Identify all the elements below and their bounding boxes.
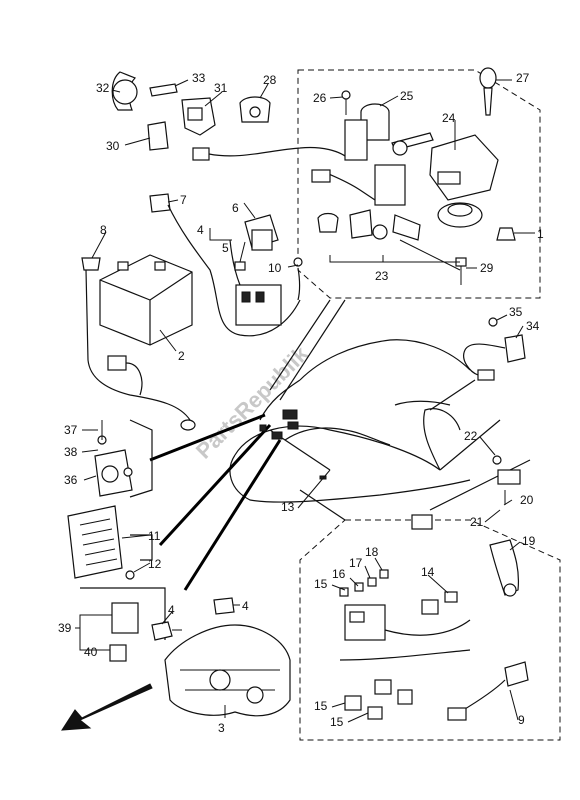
ignition-switch-part (341, 90, 390, 161)
fuse-box-part (339, 569, 471, 720)
callout-39: 37 (64, 423, 78, 437)
callout-24: 22 (464, 429, 478, 443)
battery-lead-connector (107, 355, 143, 396)
callout-9: 8 (100, 223, 107, 237)
callout-8: 7 (180, 193, 187, 207)
key-part (391, 132, 434, 156)
callout-1: 1 (537, 227, 544, 241)
callout-25: 23 (375, 269, 389, 283)
flasher-relay-part (80, 587, 166, 662)
callout-34: 32 (96, 81, 110, 95)
lock-assembly-part (311, 164, 483, 271)
neutral-switch-part (151, 621, 182, 641)
fuse-part (234, 261, 246, 271)
callout-41: 39 (58, 621, 72, 635)
relay-part (244, 214, 279, 251)
callout-23: 21 (470, 515, 484, 529)
callout-33: 31 (214, 81, 228, 95)
callout-4b: 4 (242, 599, 249, 613)
callout-15b: 15 (314, 699, 328, 713)
o2-sensor-part (447, 661, 529, 721)
harness-clamp-part (489, 539, 520, 597)
callout-35: 33 (192, 71, 206, 85)
callout-21: 19 (522, 534, 536, 548)
ecu-part (429, 134, 499, 201)
relay-socket-part (239, 96, 271, 123)
sensor-switch-part (213, 597, 235, 615)
callout-12: 11 (148, 529, 161, 543)
bracket-part (181, 97, 216, 136)
lead-wire-part (293, 257, 303, 301)
callout-labels: 32 33 31 28 30 26 25 27 24 1 29 23 7 8 2… (58, 71, 544, 735)
callout-27: 25 (400, 89, 414, 103)
callout-15a: 14 (421, 565, 435, 579)
battery-part (99, 254, 193, 346)
ignition-group-outline (297, 69, 541, 299)
callout-36: 34 (526, 319, 540, 333)
front-arrow-icon (61, 683, 153, 731)
callout-7: 6 (232, 201, 239, 215)
wire-harness-top (192, 146, 351, 161)
callout-17: 15 (314, 577, 328, 591)
callout-30: 28 (263, 73, 277, 87)
callout-37: 35 (509, 305, 523, 319)
callout-28: 26 (313, 91, 327, 105)
connector-cover-part (147, 121, 169, 151)
sensor-part (463, 317, 526, 381)
callout-14: 13 (281, 500, 295, 514)
callout-18: 16 (332, 567, 346, 581)
regulator-part (67, 505, 153, 580)
callout-10: 9 (518, 713, 525, 727)
callout-leaders (75, 79, 535, 723)
rectifier-bracket (129, 419, 153, 498)
grommet-part (496, 227, 516, 241)
callout-22: 20 (520, 493, 534, 507)
callout-2: 2 (178, 349, 185, 363)
callout-38: 36 (64, 473, 78, 487)
callout-26: 24 (442, 111, 456, 125)
callout-16: 15 (330, 715, 344, 729)
callout-19: 17 (349, 556, 363, 570)
callout-32: 30 (106, 139, 120, 153)
turn-signal-part (411, 455, 531, 530)
callout-4a: 4 (168, 603, 175, 617)
battery-band-part (81, 257, 196, 431)
callout-11: 10 (268, 261, 282, 275)
battery-cap-part (149, 193, 301, 337)
callout-6: 5 (222, 241, 229, 255)
callout-3: 3 (218, 721, 225, 735)
callout-5: 4 (197, 223, 204, 237)
callout-42: 40 (84, 645, 98, 659)
frame-part (164, 624, 291, 717)
callout-31: 29 (480, 261, 494, 275)
clamp-part (111, 71, 178, 111)
callout-20: 18 (365, 545, 379, 559)
rectifier-part (94, 420, 133, 497)
callout-40: 38 (64, 445, 78, 459)
callout-29: 27 (516, 71, 530, 85)
fuse-group-outline (299, 519, 561, 741)
spare-key-part (479, 67, 497, 116)
callout-13: 12 (148, 557, 162, 571)
center-connectors (259, 409, 327, 480)
chassis-outline (229, 339, 471, 503)
starter-relay-part (229, 239, 282, 326)
